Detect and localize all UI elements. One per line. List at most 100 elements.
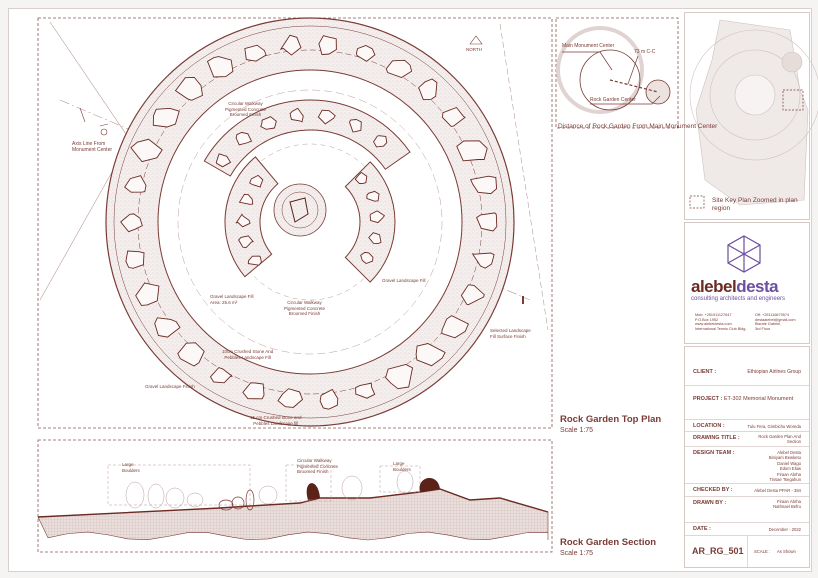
boulder	[125, 250, 145, 269]
drawing-title-label: DRAWING TITLE :	[693, 435, 740, 441]
logo-wordmark: alebeldesta	[691, 277, 779, 297]
boulder	[366, 190, 380, 202]
distance-frame	[555, 17, 679, 129]
checked-by-value: Alebel Desta PPAR - 384	[754, 488, 801, 493]
boulder	[249, 174, 264, 188]
boulder	[460, 284, 485, 305]
boulder	[355, 45, 376, 62]
boulder	[277, 388, 304, 408]
location-value: Tulu Fera, Gimbichu Woreda	[747, 424, 801, 429]
section-title: Rock Garden Section	[560, 537, 657, 548]
section-frame	[37, 439, 553, 553]
boulder	[209, 367, 233, 384]
boulder	[385, 364, 414, 390]
boulder	[238, 193, 254, 205]
crushed-stone-bottom-label: 15 cm Crushed stone and Pebbles Landscap…	[250, 415, 302, 426]
boulder	[471, 252, 495, 269]
date-label: DATE :	[693, 526, 711, 532]
project-value: ET-302 Memorial Monument	[723, 396, 794, 402]
boulder	[470, 175, 498, 195]
axis-line-label: Axis Line From Monument Center	[72, 141, 113, 153]
gravel-finish-label: Gravel Landscape Finish	[145, 384, 195, 389]
north-arrow-icon	[469, 35, 483, 45]
client-value: Ethiopian Airlines Group	[747, 369, 801, 375]
drawing-title-value: Rock Garden Plan And Section	[758, 434, 801, 445]
boulder	[349, 119, 362, 133]
boulder	[235, 213, 251, 228]
boulder	[318, 35, 337, 56]
boulder	[442, 106, 466, 127]
site-key-plan-sketch	[689, 19, 818, 206]
project-label: PROJECT :	[693, 396, 723, 402]
boulder	[244, 44, 267, 62]
boulders-label-right: Large Boulders	[393, 461, 411, 472]
checked-by-label: CHECKED BY :	[693, 487, 733, 493]
walkway-label-top: Circular Walkway Pigmented Concrete Broo…	[225, 101, 267, 117]
section-boulder-dark	[419, 477, 440, 492]
distance-caption: Distance of Rock Garden From Main Monume…	[558, 123, 718, 130]
rock-segment	[203, 99, 411, 177]
inner-rock-segments	[203, 99, 411, 283]
boulder	[456, 140, 488, 162]
key-plan-legend: Site Key Plan Zoomed in plan region	[712, 197, 798, 212]
boulder	[242, 382, 265, 400]
client-label: CLIENT :	[693, 369, 717, 375]
section-surface	[37, 488, 549, 518]
date-value: December - 2022	[768, 527, 801, 532]
center-circle	[273, 183, 327, 237]
boulder	[215, 153, 232, 168]
scale-label: SCALE :	[754, 549, 771, 554]
axis-marker	[522, 296, 524, 304]
center-boulder	[289, 197, 309, 223]
boulder	[441, 315, 469, 339]
logo-name-a: alebel	[691, 277, 737, 296]
plan-title: Rock Garden Top Plan	[560, 414, 662, 425]
legend-dashed-box-icon	[689, 195, 705, 209]
boulder	[317, 109, 336, 125]
section-boulder-dark	[306, 483, 320, 500]
boulders	[120, 34, 498, 410]
walkway-label-bottom: Circular Walkway Pigmented Concrete Broo…	[284, 300, 326, 316]
zoomed-region-marker	[782, 89, 804, 111]
title-block: CLIENT : Ethiopian Airlines Group PROJEC…	[684, 346, 810, 568]
key-plan-panel: Site Key Plan Zoomed in plan region	[684, 12, 810, 220]
boulder	[415, 343, 446, 367]
boulder	[152, 107, 180, 128]
scale-value: As Shown	[777, 549, 796, 554]
boulder	[260, 116, 277, 130]
location-label: LOCATION :	[693, 423, 725, 429]
boulder	[130, 138, 163, 163]
boulder	[120, 213, 143, 233]
boulders-label-left: Large Boulders	[122, 462, 140, 473]
boulder	[238, 235, 254, 248]
boulder	[476, 212, 498, 232]
boulder	[124, 175, 147, 193]
distance-value: 73 m C-C	[634, 49, 656, 55]
rock-segment	[224, 156, 279, 278]
boulder	[135, 282, 160, 306]
boulder	[206, 56, 234, 78]
rock-garden-center-label: Rock Garden Center	[590, 97, 636, 103]
crushed-stone-label: 10cm Crushed Stone And Pebbles Landscape…	[222, 349, 274, 360]
contact-left: Mob: +251911127647 P.O.Box 1952 www.aleb…	[695, 313, 747, 331]
rock-segment	[344, 161, 396, 283]
gravel-fill-area-label: Gravel Landscape Fill Area: 25.6 m²	[210, 294, 254, 305]
boulder	[385, 59, 413, 78]
boulder	[354, 171, 368, 184]
boulder	[174, 76, 203, 101]
boulder	[418, 78, 438, 101]
plan-scale: Scale 1:75	[560, 427, 594, 434]
selected-fill-label: Selected Landscape Fill Surface Finish	[490, 328, 531, 339]
logo-cube-icon	[727, 235, 761, 273]
section-ground	[37, 488, 549, 541]
section-scale: Scale 1:75	[560, 550, 594, 557]
north-label: NORTH	[466, 47, 482, 52]
boulder	[289, 107, 304, 123]
gravel-fill-label: Gravel Landscape Fill	[382, 278, 426, 283]
design-team-value: Alebel Desta Biniyam Bewketu Daniel Wagu…	[768, 450, 801, 483]
boulder	[279, 34, 302, 56]
design-team-label: DESIGN TEAM :	[693, 450, 735, 456]
drawn-by-label: DRAWN BY :	[693, 500, 727, 506]
